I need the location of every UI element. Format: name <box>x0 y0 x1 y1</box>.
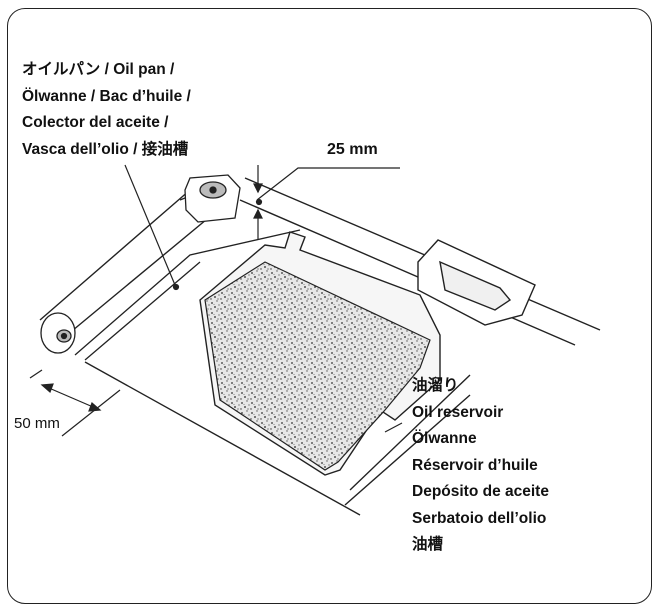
oil-pan-label-line: Ölwanne / Bac d’huile / <box>22 87 191 105</box>
left-mount <box>40 312 76 354</box>
dimension-25mm-marker <box>253 165 263 240</box>
diagram-frame <box>7 8 652 604</box>
oil-pan-label: オイルパン / Oil pan / Ölwanne / Bac d’huile … <box>22 57 191 163</box>
oil-pan-label-line: オイルパン / Oil pan / <box>22 61 175 78</box>
reservoir-label-line: Réservoir d’huile <box>412 456 538 474</box>
leader-lines <box>124 164 403 433</box>
handle <box>417 239 536 326</box>
bed-outline <box>39 177 601 516</box>
dimension-25mm-label: 25 mm <box>327 141 378 158</box>
reservoir-label-line: Serbatoio dell’olio <box>412 509 547 527</box>
oil-pan-label-line: Colector del aceite / <box>22 114 169 131</box>
reservoir-label-line: Oil reservoir <box>412 403 504 421</box>
oil-reservoir-label: 油溜り Oil reservoir Ölwanne Réservoir d’hu… <box>412 373 549 559</box>
reservoir-label-line: Depósito de aceite <box>412 483 549 500</box>
dimension-50mm-label: 50 mm <box>14 415 60 432</box>
reservoir-label-line: 油溜り <box>412 377 459 394</box>
dimension-50mm-marker <box>29 369 121 437</box>
felt-pad <box>204 261 431 471</box>
top-mount <box>184 174 241 223</box>
oil-pan-outline <box>74 229 301 361</box>
reservoir-label-line: Ölwanne <box>412 430 477 447</box>
reservoir-label-line: 油槽 <box>412 536 444 553</box>
oil-pan-label-line: Vasca dell’olio / 接油槽 <box>22 140 189 158</box>
